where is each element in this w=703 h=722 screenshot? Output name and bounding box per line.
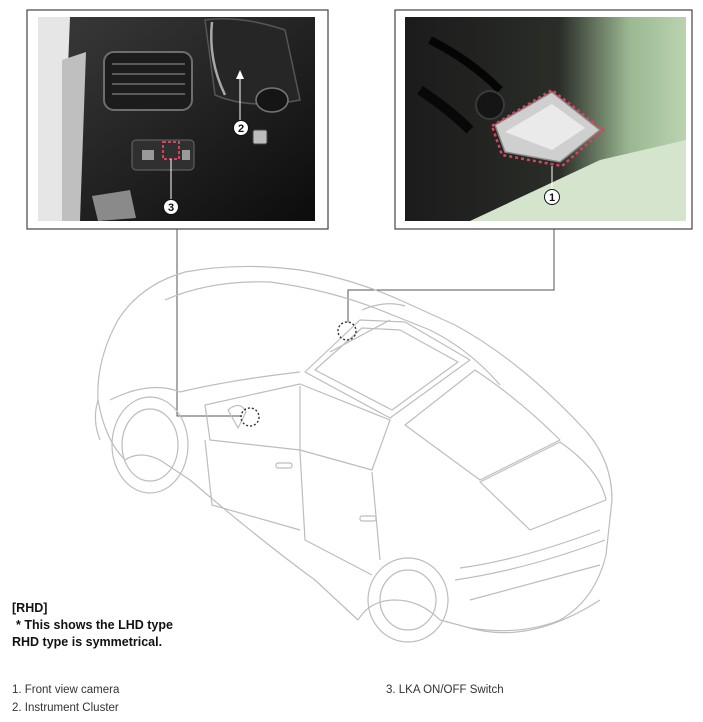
callout-marker-2 [233,120,249,136]
photo-interior-dashboard: 2 3 [26,9,329,230]
camera-highlight [490,88,605,168]
callout-marker-1 [544,189,560,205]
callout-3-label: 3 [168,202,174,214]
switch-location-marker [240,407,260,427]
callout-marker-3 [163,199,179,215]
callout-1-label: 1 [549,192,555,204]
note-symmetry-line: RHD type is symmetrical. [12,635,163,649]
legend-item-lka-switch: 3. LKA ON/OFF Switch [386,684,504,696]
air-vent [103,51,193,111]
callout-2-label: 2 [238,123,244,135]
leader-to-camera [347,229,555,322]
leader-lines [176,229,555,417]
note-lhd-line: * This shows the LHD type [16,618,173,632]
camera-location-marker [337,321,357,341]
note-title: [RHD] [12,601,48,615]
photo-front-camera: 1 [394,9,693,230]
legend-item-front-camera: 1. Front view camera [12,684,120,696]
car-outline-drawing [94,265,613,643]
legend-item-instrument-cluster: 2. Instrument Cluster [12,702,119,714]
leader-to-switch [176,229,242,417]
